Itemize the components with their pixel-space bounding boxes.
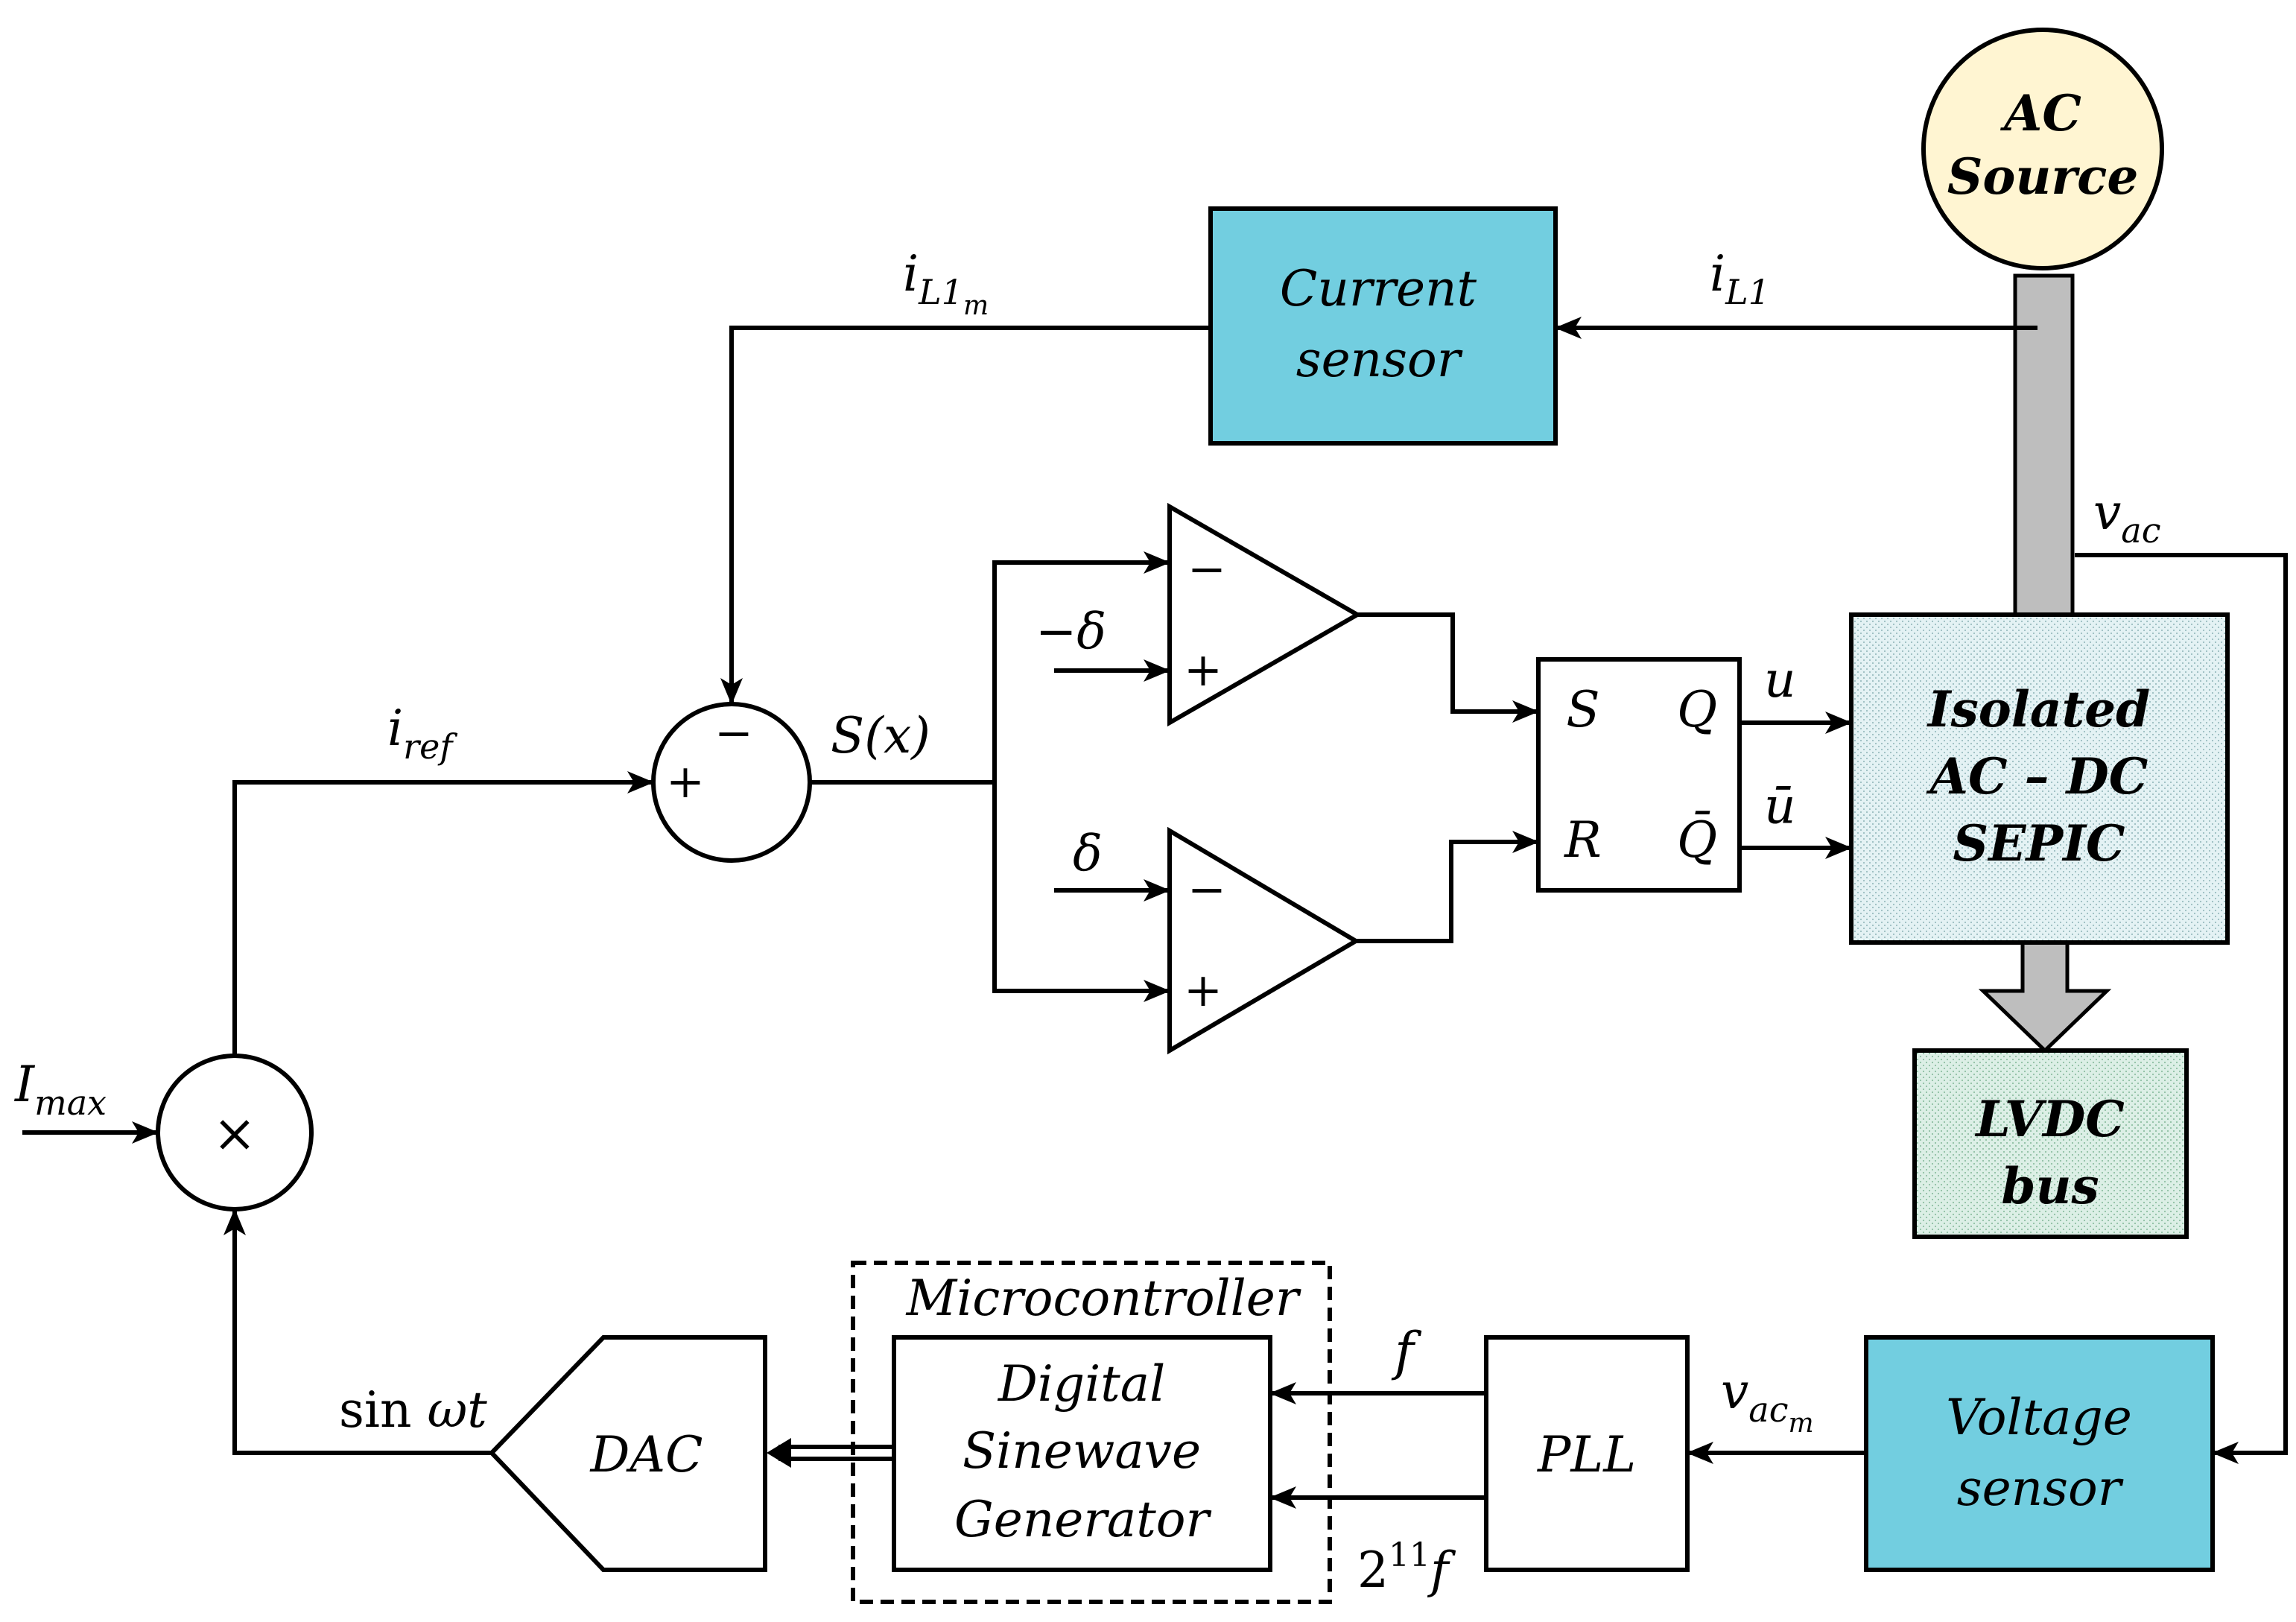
label-delta: δ [1073, 825, 1103, 882]
sr-latch-block: S R Q Q̄ [1536, 657, 1742, 893]
multiplier-sign: × [213, 1103, 257, 1164]
voltage-sensor-label-1: Voltage [1946, 1389, 2132, 1446]
wire-sx-lower [992, 782, 1170, 1002]
sepic-label-1: Isolated [1926, 680, 2151, 738]
label-ubar: ū [1764, 778, 1796, 835]
ac-source-circle [1921, 28, 2164, 270]
sinewave-label-2: Sinewave [963, 1422, 1201, 1480]
sinewave-label-3: Generator [954, 1491, 1212, 1548]
label-f: f [1391, 1321, 1422, 1382]
wire-il1m [720, 326, 1211, 705]
lvdc-bus-label-1: LVDC [1974, 1090, 2125, 1148]
voltage-sensor-label-2: sensor [1957, 1460, 2124, 1517]
comp-upper-plus: + [1184, 642, 1222, 697]
lvdc-bus-block: LVDC bus [1912, 1048, 2189, 1239]
microcontroller-boundary: Microcontroller [851, 1261, 1332, 1604]
sum-minus-sign: − [714, 706, 753, 760]
label-vac: vac [2093, 484, 2160, 551]
latch-r-label: R [1564, 811, 1602, 869]
comparator-upper: − + [1167, 502, 1363, 727]
sepic-label-3: SEPIC [1953, 814, 2125, 872]
pll-block: PLL [1484, 1335, 1690, 1572]
wire-vac [2075, 553, 2288, 1464]
comparator-lower: − + [1167, 826, 1360, 1055]
wire-sinwt [223, 1208, 492, 1455]
sinewave-generator-block: Digital Sinewave Generator [892, 1335, 1272, 1572]
multiplier: × [156, 1054, 314, 1211]
wire-bus-arrowhead [767, 1438, 791, 1468]
label-vacm: vacm [1721, 1363, 1814, 1439]
label-2-11-f: 211f [1357, 1536, 1456, 1599]
latch-s-label: S [1566, 681, 1599, 738]
lvdc-bus-label-2: bus [2001, 1157, 2099, 1215]
comp-upper-minus: − [1187, 542, 1226, 596]
signal-labels: iL1m iL1 vac iref S(x) Imax −δ δ u ū f 2… [14, 245, 2160, 1599]
comp-lower-minus: − [1187, 862, 1226, 916]
label-iref: iref [387, 700, 457, 767]
sinewave-label-1: Digital [998, 1355, 1165, 1413]
wire-iref [232, 771, 654, 1055]
latch-qbar-label: Q̄ [1677, 811, 1717, 869]
voltage-sensor-block: Voltage sensor [1864, 1335, 2215, 1572]
label-sx: S(x) [831, 707, 930, 764]
dac-block: DAC [488, 1335, 767, 1572]
ac-source-label-2: Source [1947, 148, 2139, 206]
wire-comp-lower-out [1356, 831, 1539, 943]
wire-comp-upper-out [1357, 612, 1539, 723]
ac-source: AC Source [1921, 28, 2164, 270]
sepic-label-2: AC – DC [1926, 747, 2148, 805]
microcontroller-label: Microcontroller [906, 1270, 1301, 1327]
wire-sx-upper [992, 551, 1170, 782]
label-neg-delta: −δ [1036, 603, 1106, 660]
summing-junction: + − [651, 702, 812, 863]
latch-q-label: Q [1677, 681, 1717, 738]
label-il1: iL1 [1710, 245, 1770, 312]
label-sinwt: sin ωt [339, 1381, 487, 1439]
wires [22, 317, 2288, 1509]
power-path-bar [2013, 273, 2075, 617]
sepic-block: Isolated AC – DC SEPIC [1849, 612, 2230, 945]
dac-label: DAC [589, 1426, 703, 1483]
comp-lower-plus: + [1184, 963, 1222, 1017]
current-sensor-label-2: sensor [1296, 331, 1463, 388]
sum-plus-sign: + [666, 754, 705, 808]
label-imax: Imax [14, 1056, 107, 1123]
power-path-arrow [1978, 940, 2112, 1054]
label-il1m: iL1m [903, 245, 989, 321]
label-u: u [1764, 651, 1796, 709]
current-sensor-label-1: Current [1280, 260, 1477, 317]
current-sensor-block: Current sensor [1208, 206, 1558, 446]
ac-source-label-1: AC [2000, 84, 2081, 142]
pll-label: PLL [1537, 1426, 1636, 1483]
